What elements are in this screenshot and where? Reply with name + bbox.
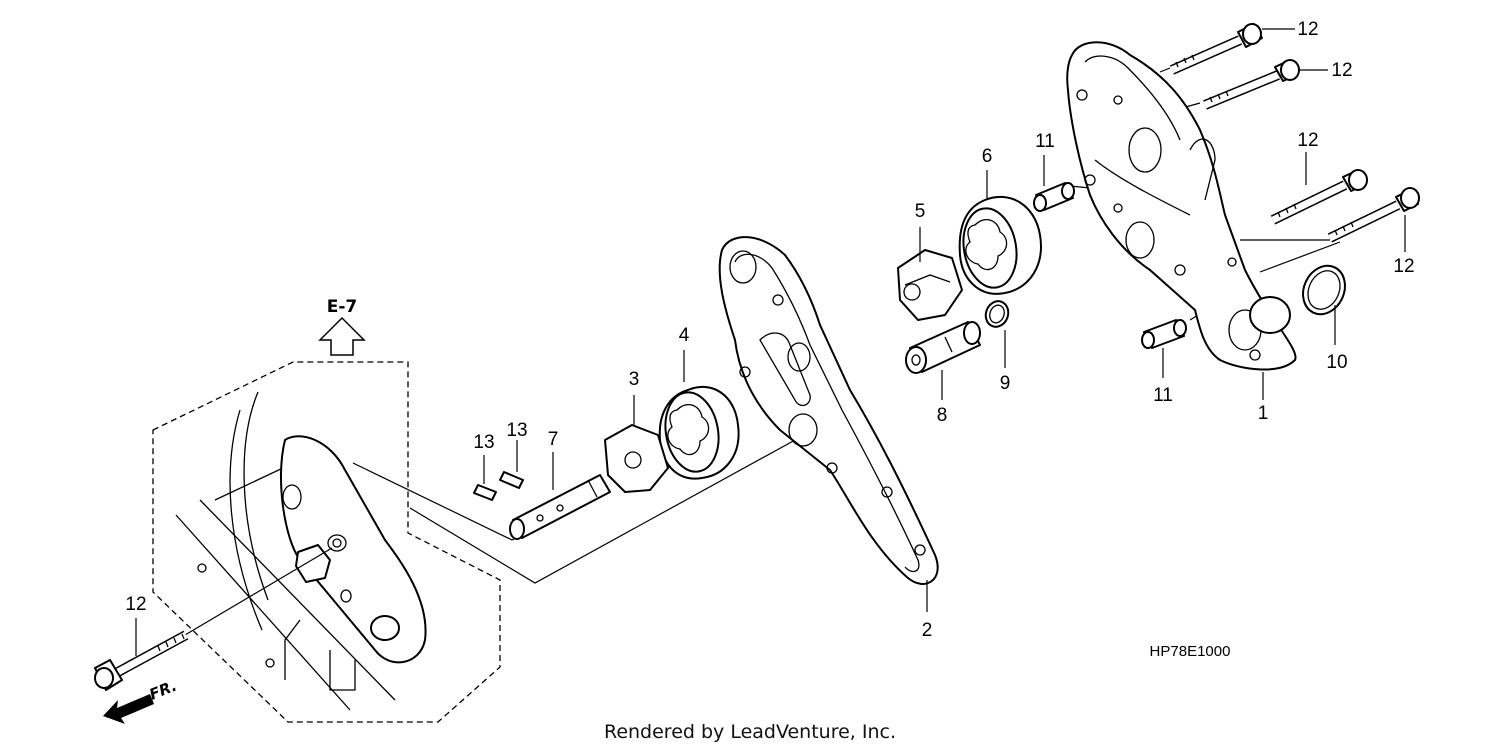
callout-13-right: 13 [506,420,527,441]
callout-11-lower: 11 [1153,385,1173,406]
callout-3: 3 [629,369,640,390]
callout-6: 6 [982,146,993,167]
callout-12-right-1: 12 [1297,130,1318,151]
callout-12-top-2: 12 [1331,60,1352,81]
callout-12-lower-left: 12 [125,594,146,615]
o-ring-part-10 [1302,264,1346,316]
callout-8: 8 [937,405,948,426]
callout-11-upper: 11 [1035,131,1055,152]
washer-part-9 [984,300,1010,328]
bolt-right-1 [1270,169,1368,225]
pin-part-13-left [473,484,497,501]
pump-plate-part-2 [718,236,939,585]
flange-bolts-part-12 [94,23,1420,691]
callout-leaders [135,28,1406,656]
shaft-part-7 [509,474,611,540]
crankcase-detail-inset [152,361,501,723]
callout-5: 5 [915,201,926,222]
render-credit: Rendered by LeadVenture, Inc. [604,721,896,743]
callout-12-top-1: 12 [1297,19,1318,40]
callout-4: 4 [679,325,690,346]
joint-part-8 [905,321,981,374]
diagram-code: HP78E1000 [1150,643,1231,660]
callout-numbers: 1 2 3 4 5 6 7 8 9 10 11 11 12 12 12 12 1… [125,19,1414,641]
pump-body-part-1 [1066,41,1297,371]
bolt-top-1 [1169,23,1263,75]
inner-rotor-part-3 [604,424,669,493]
callout-9: 9 [1000,373,1011,394]
direction-label: FR. [147,677,180,704]
inner-rotor-part-5 [897,249,963,321]
callout-10: 10 [1326,352,1347,373]
dowel-pin-part-11-lower [1141,319,1187,349]
pin-part-13-right [499,471,524,489]
bolt-right-2 [1327,187,1420,243]
outer-rotor-part-4 [658,385,740,480]
bolt-lower-left [94,630,189,691]
outer-rotor-part-6 [958,195,1042,295]
callout-12-right-2: 12 [1393,256,1414,277]
dowel-pin-part-11-upper [1033,182,1075,212]
callout-2: 2 [922,620,933,641]
reference-label: E-7 [327,297,358,317]
reference-arrow-e7: E-7 [318,297,366,356]
callout-13-left: 13 [473,432,494,453]
bolt-top-2 [1203,59,1300,110]
callout-1: 1 [1258,403,1269,424]
callout-7: 7 [548,429,559,450]
